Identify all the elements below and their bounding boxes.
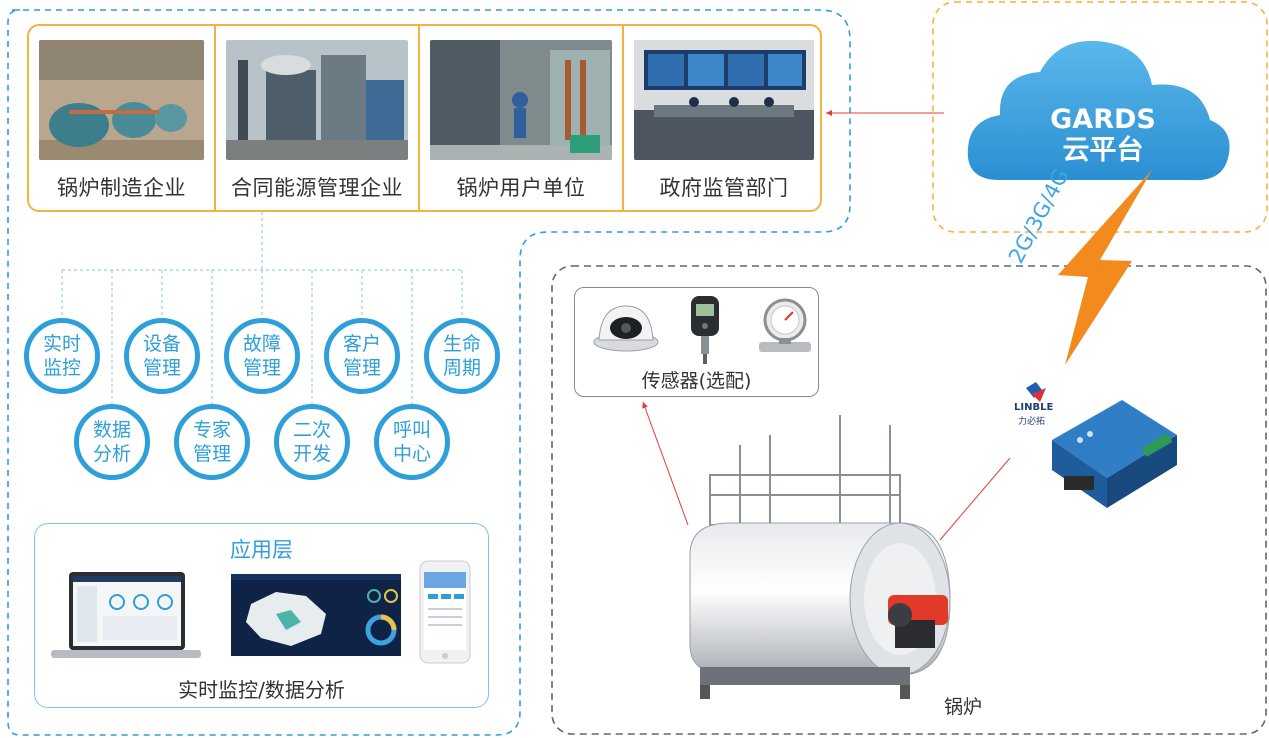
function-equipment-management[interactable]: 设备 管理 (124, 318, 200, 394)
lightning-bolt-icon (1058, 170, 1152, 365)
power-plant-photo (226, 40, 408, 160)
stakeholder-label: 政府监管部门 (659, 176, 789, 200)
digital-gauge-icon[interactable] (685, 290, 725, 368)
function-customer-management[interactable]: 客户 管理 (324, 318, 400, 394)
stakeholder-government[interactable]: 政府监管部门 (622, 26, 824, 210)
gateway-device[interactable]: LINBLE 力必拓 (1012, 380, 1192, 524)
function-fault-management[interactable]: 故障 管理 (224, 318, 300, 394)
boiler-to-sensor-arrow (642, 401, 689, 526)
function-realtime-monitor[interactable]: 实时 监控 (24, 318, 100, 394)
boiler-factory-photo (39, 40, 204, 160)
laptop-dashboard[interactable] (51, 570, 201, 666)
flow-meter-icon[interactable] (755, 292, 815, 362)
map-dashboard-screen[interactable] (231, 574, 401, 660)
cloud-title-line2: 云平台 (1062, 135, 1144, 166)
camera-icon[interactable] (591, 294, 661, 360)
stakeholder-energy-management[interactable]: 合同能源管理企业 (214, 26, 418, 210)
stakeholder-label: 合同能源管理企业 (231, 176, 403, 200)
mobile-app-phone[interactable] (419, 560, 471, 668)
boiler-label: 锅炉 (944, 696, 983, 718)
control-room-photo (634, 40, 814, 160)
function-data-analysis[interactable]: 数据 分析 (74, 404, 150, 480)
stakeholder-label: 锅炉用户单位 (456, 176, 586, 200)
boiler-room-photo (430, 40, 612, 160)
function-secondary-development[interactable]: 二次 开发 (274, 404, 350, 480)
sensor-panel-label: 传感器(选配) (641, 370, 752, 392)
cloud-platform-title: GARDS 云平台 (1003, 104, 1203, 166)
sensor-panel: 传感器(选配) (574, 287, 819, 397)
platform-region-outline (7, 9, 851, 736)
function-tree-connectors (61, 212, 463, 404)
stakeholder-boiler-user[interactable]: 锅炉用户单位 (418, 26, 622, 210)
application-layer-caption: 实时监控/数据分析 (178, 678, 345, 702)
function-call-center[interactable]: 呼叫 中心 (374, 404, 450, 480)
cloud-icon[interactable] (960, 30, 1240, 200)
gateway-brand-cn: 力必拓 (1018, 417, 1046, 427)
stakeholder-label: 锅炉制造企业 (57, 176, 186, 200)
application-layer-panel: 应用层 (34, 523, 489, 708)
gateway-brand: LINBLE (1014, 402, 1054, 413)
function-lifecycle[interactable]: 生命 周期 (424, 318, 500, 394)
cloud-title-line1: GARDS (1050, 104, 1156, 135)
boiler-to-gateway-line (939, 457, 1011, 541)
stakeholder-panel: 锅炉制造企业 合同能源管理企业 (27, 24, 822, 212)
application-layer-title: 应用层 (230, 538, 293, 562)
function-expert-management[interactable]: 专家 管理 (174, 404, 250, 480)
cloud-region-outline (932, 1, 1268, 233)
field-region-outline (551, 265, 1267, 735)
boiler-illustration[interactable] (660, 405, 1005, 705)
stakeholder-boiler-manufacturer[interactable]: 锅炉制造企业 (29, 26, 214, 210)
